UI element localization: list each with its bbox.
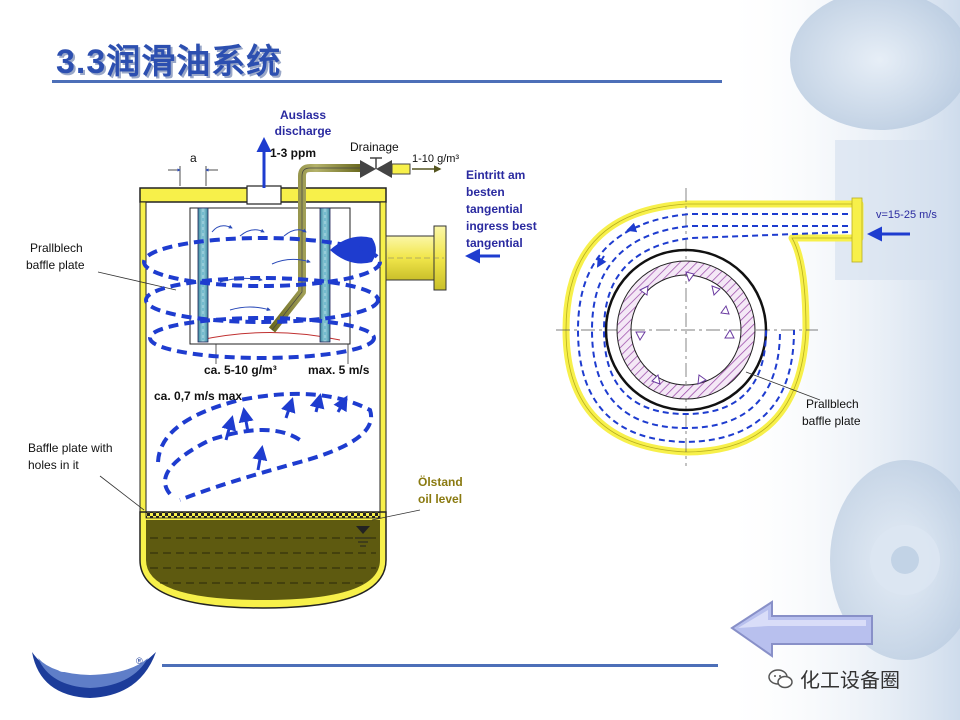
inner-flow-arrows [211, 224, 311, 311]
cross-section [556, 188, 910, 466]
title-rule [52, 80, 722, 83]
inlet-label-line-5: tangential [466, 236, 523, 250]
page-title: 3.3润滑油系统 [56, 43, 282, 81]
dimension-a-label: a [190, 151, 197, 165]
footer-rule [162, 664, 718, 667]
inlet-label-line-1: Eintritt am [466, 168, 525, 182]
inlet-label-line-4: ingress best [466, 219, 537, 233]
concentration-label: ca. 5-10 g/m³ [204, 363, 277, 377]
logo-registered-mark: ® [136, 656, 143, 666]
baffle-label-1: Prallblech [30, 241, 83, 255]
outlet-ppm-label: 1-3 ppm [270, 146, 316, 160]
velocity-label: v=15-25 m/s [876, 209, 937, 221]
oil-level-label-1: Ölstand [418, 474, 463, 489]
watermark: 化工设备圈 [768, 664, 900, 693]
outlet-label-1: Auslass [280, 108, 326, 122]
oil-level-label-2: oil level [418, 492, 462, 506]
drainage-label: Drainage [350, 140, 399, 154]
outlet-label-2: discharge [275, 124, 332, 138]
separator-vessel [97, 137, 500, 609]
back-button[interactable] [728, 598, 878, 664]
flow-arrows [221, 393, 348, 471]
watermark-text: 化工设备圈 [800, 668, 900, 692]
low-speed-label: ca. 0,7 m/s max [154, 389, 242, 403]
max-speed-label: max. 5 m/s [308, 363, 370, 377]
inlet-label-line-3: tangential [466, 202, 523, 216]
flow-streamlines [142, 236, 382, 502]
right-baffle-label-2: baffle plate [802, 414, 861, 428]
inlet-label-line-2: besten [466, 185, 505, 199]
right-baffle-label-1: Prallblech [806, 397, 859, 411]
company-logo: GANEY ® [32, 652, 156, 698]
chat-icon [768, 668, 793, 688]
baffle-label-2: baffle plate [26, 258, 85, 272]
drain-rate-label: 1-10 g/m³ [412, 153, 459, 165]
holes-label-1: Baffle plate with [28, 441, 113, 455]
logo-text: GANEY [56, 656, 121, 676]
holes-label-2: holes in it [28, 458, 79, 472]
